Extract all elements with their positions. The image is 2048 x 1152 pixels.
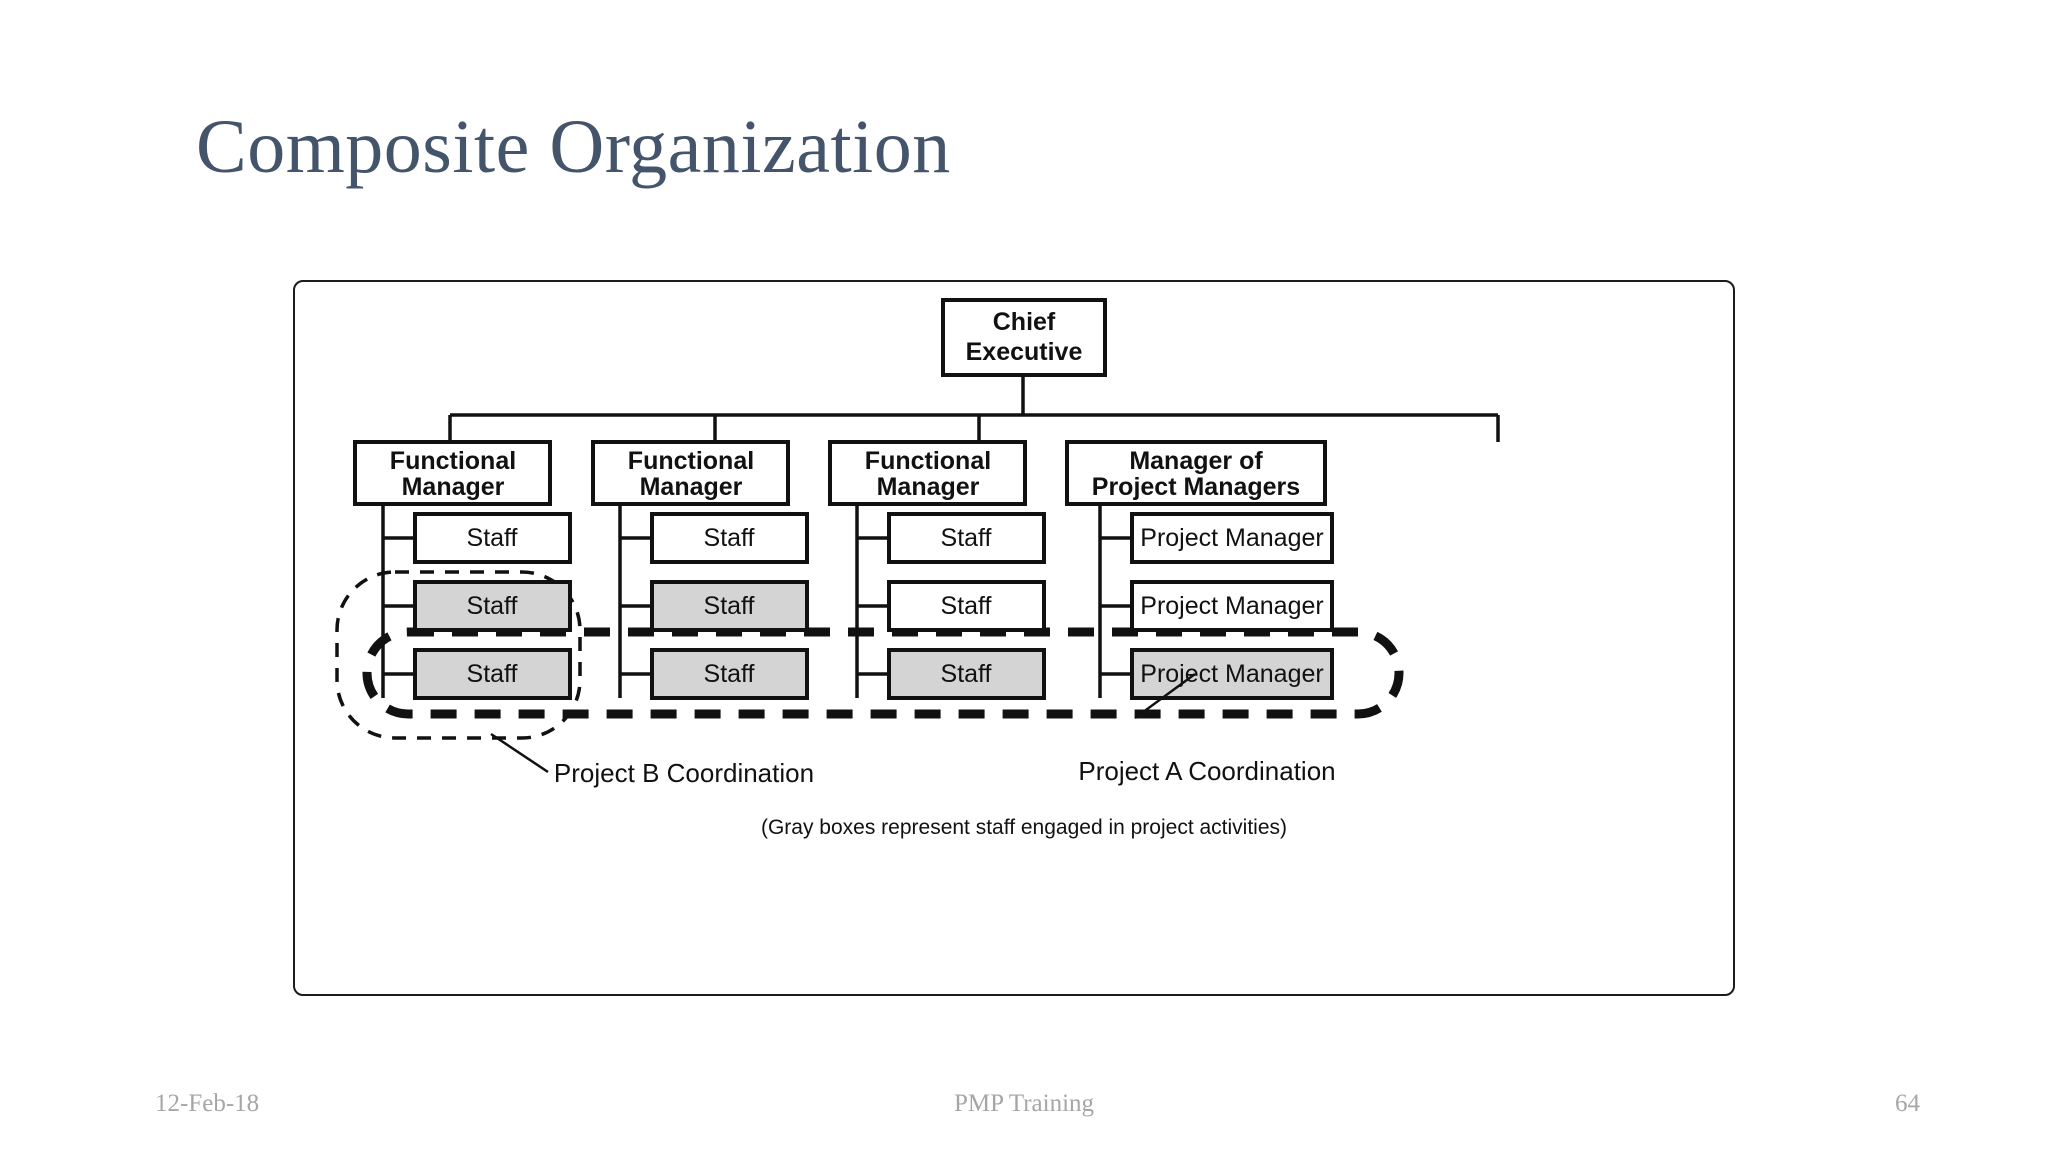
- project-a-outline: [362, 627, 1404, 719]
- page-title: Composite Organization: [196, 105, 951, 189]
- node-col3-row2[interactable]: Staff: [887, 580, 1046, 632]
- slide-footer: 12-Feb-18 PMP Training 64: [0, 1090, 2048, 1140]
- project-b-outline: [335, 570, 582, 740]
- node-col2-row2[interactable]: Staff: [650, 580, 809, 632]
- col3-row3-label: Staff: [941, 660, 992, 688]
- manager-3-line2: Manager: [877, 473, 980, 501]
- node-chief-executive[interactable]: Chief Executive: [941, 298, 1107, 377]
- chief-executive-line1: Chief: [993, 308, 1056, 336]
- node-manager-of-project-managers[interactable]: Manager of Project Managers: [1065, 440, 1327, 506]
- col1-row1-label: Staff: [467, 524, 518, 552]
- gray-box-note: (Gray boxes represent staff engaged in p…: [761, 816, 1287, 839]
- col4-row1-label: Project Manager: [1140, 524, 1323, 552]
- node-col3-row3[interactable]: Staff: [887, 648, 1046, 700]
- node-col3-row1[interactable]: Staff: [887, 512, 1046, 564]
- col3-row2-label: Staff: [941, 592, 992, 620]
- project-a-caption: Project A Coordination: [1078, 756, 1335, 786]
- node-functional-manager-1[interactable]: Functional Manager: [353, 440, 552, 506]
- node-col2-row1[interactable]: Staff: [650, 512, 809, 564]
- col2-row1-label: Staff: [704, 524, 755, 552]
- column-3-connectors: [855, 504, 889, 698]
- col2-row2-label: Staff: [704, 592, 755, 620]
- manager-3-line1: Functional: [865, 447, 991, 475]
- column-4-connectors: [1098, 504, 1132, 698]
- manager-4-line2: Project Managers: [1092, 473, 1300, 501]
- org-chart-svg: Chief Executive Functional Manager Funct…: [335, 298, 1500, 839]
- node-col4-row1[interactable]: Project Manager: [1130, 512, 1334, 564]
- org-chart-frame: Chief Executive Functional Manager Funct…: [293, 280, 1735, 996]
- manager-1-line1: Functional: [390, 447, 516, 475]
- root-connectors: [448, 375, 1500, 442]
- manager-2-line2: Manager: [640, 473, 743, 501]
- node-col1-row2[interactable]: Staff: [413, 580, 572, 632]
- node-col4-row3[interactable]: Project Manager: [1130, 648, 1334, 700]
- node-col1-row3[interactable]: Staff: [413, 648, 572, 700]
- node-col1-row1[interactable]: Staff: [413, 512, 572, 564]
- project-b-caption: Project B Coordination: [554, 758, 814, 788]
- column-1-connectors: [381, 504, 415, 698]
- node-col2-row3[interactable]: Staff: [650, 648, 809, 700]
- node-functional-manager-3[interactable]: Functional Manager: [828, 440, 1027, 506]
- col2-row3-label: Staff: [704, 660, 755, 688]
- manager-4-line1: Manager of: [1129, 447, 1263, 475]
- manager-2-line1: Functional: [628, 447, 754, 475]
- column-2-connectors: [618, 504, 652, 698]
- footer-page-number: 64: [1895, 1090, 1920, 1117]
- node-functional-manager-2[interactable]: Functional Manager: [591, 440, 790, 506]
- footer-date: 12-Feb-18: [155, 1090, 260, 1117]
- col3-row1-label: Staff: [941, 524, 992, 552]
- chief-executive-line2: Executive: [966, 338, 1083, 366]
- project-b-leader-line: [490, 732, 549, 774]
- col1-row3-label: Staff: [467, 660, 518, 688]
- col4-row2-label: Project Manager: [1140, 592, 1323, 620]
- col1-row2-label: Staff: [467, 592, 518, 620]
- manager-1-line2: Manager: [402, 473, 505, 501]
- col4-row3-label: Project Manager: [1140, 660, 1323, 688]
- project-a-leader-line: [1134, 672, 1196, 720]
- footer-title: PMP Training: [953, 1090, 1095, 1117]
- node-col4-row2[interactable]: Project Manager: [1130, 580, 1334, 632]
